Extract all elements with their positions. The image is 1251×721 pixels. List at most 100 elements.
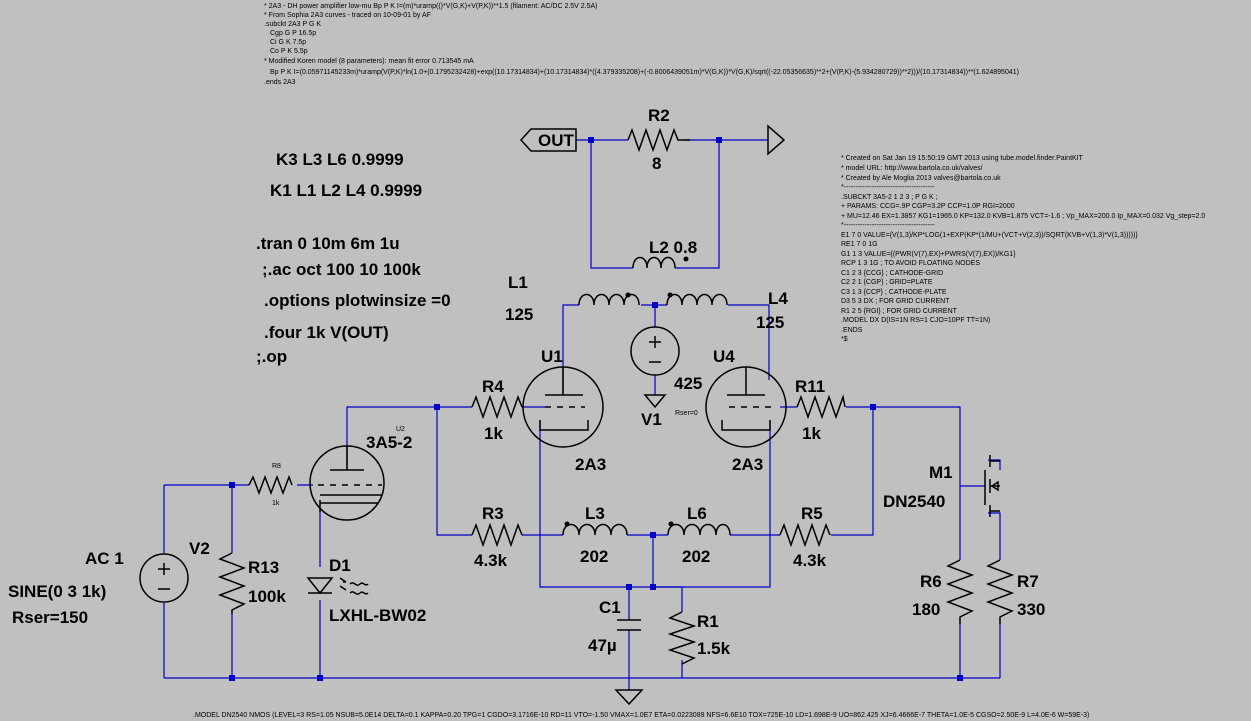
resistor-r8[interactable]: R8 1k: [248, 463, 293, 507]
r11-name: R11: [795, 377, 825, 396]
d1-type: LXHL-BW02: [329, 606, 426, 625]
r1-value: 1.5k: [697, 639, 731, 658]
u2-ref: U2: [396, 426, 405, 433]
v2-sine: SINE(0 3 1k): [8, 582, 106, 601]
l1-name: L1: [508, 273, 528, 292]
header-line: * Modified Koren model (8 parameters): m…: [264, 58, 474, 65]
resistor-r11[interactable]: R11 1k: [795, 377, 846, 443]
header-line: * 2A3 - DH power amplifier low-mu Bp P K…: [264, 3, 598, 10]
spice-line: G1 1 3 VALUE={(PWR(V(7),EX)+PWRS(V(7),EX…: [841, 251, 1016, 258]
voltage-source-v2[interactable]: V2 AC 1 SINE(0 3 1k) Rser=150: [8, 539, 210, 627]
r5-value: 4.3k: [793, 551, 827, 570]
triode-u4[interactable]: U4 2A3: [705, 347, 787, 474]
header-line: .subckt 2A3 P G K: [264, 21, 321, 28]
c1-value: 47µ: [588, 636, 617, 655]
coupling-directive-k3[interactable]: K3 L3 L6 0.9999: [276, 150, 404, 169]
resistor-r1[interactable]: R1 1.5k: [667, 611, 731, 665]
header-line: Co P K 5.5p: [270, 48, 308, 55]
v1-value: 425: [674, 374, 702, 393]
spice-line: .SUBCKT 3A5-2 1 2 3 ; P G K ;: [841, 194, 938, 201]
tran-directive[interactable]: .tran 0 10m 6m 1u: [256, 234, 400, 253]
m1-name: M1: [929, 463, 953, 482]
r7-value: 330: [1017, 600, 1045, 619]
r4-name: R4: [482, 377, 504, 396]
capacitor-c1[interactable]: C1 47µ: [588, 598, 641, 655]
v2-name: V2: [189, 539, 210, 558]
m1-type: DN2540: [883, 492, 945, 511]
resistor-r5[interactable]: R5 4.3k: [779, 504, 831, 570]
spice-line: RE1 7 0 1G: [841, 241, 878, 248]
r5-name: R5: [801, 504, 823, 523]
v2-rser: Rser=150: [12, 608, 88, 627]
r6-name: R6: [920, 572, 942, 591]
header-line: Ci G K 7.5p: [270, 39, 306, 46]
l4-name: L4: [768, 289, 788, 308]
u2-type: 3A5-2: [366, 433, 412, 452]
r11-value: 1k: [802, 424, 821, 443]
spice-line: .ENDS: [841, 327, 863, 334]
resistor-r4[interactable]: R4 1k: [471, 377, 523, 443]
u1-name: U1: [541, 347, 563, 366]
u4-name: U4: [713, 347, 735, 366]
r8-value: 1k: [272, 500, 280, 507]
v1-rser: Rser=0: [675, 410, 698, 417]
resistor-r3[interactable]: R3 4.3k: [471, 504, 523, 570]
r3-name: R3: [482, 504, 504, 523]
spice-line: * Created by Ale Moglia 2013 valves@bart…: [841, 175, 1001, 182]
u1-type: 2A3: [575, 455, 606, 474]
coupling-directive-k1[interactable]: K1 L1 L2 L4 0.9999: [270, 181, 422, 200]
header-line: Bp P K I=(0.05971145233m)*uramp(V(P,K)*l…: [270, 69, 1019, 76]
spice-line: RCP 1 3 1G ; TO AVOID FLOATING NODES: [841, 260, 980, 267]
header-line: .ends 2A3: [264, 79, 296, 86]
u4-type: 2A3: [732, 455, 763, 474]
r7-name: R7: [1017, 572, 1039, 591]
dn2540-model-directive[interactable]: .MODEL DN2540 NMOS (LEVEL=3 RS=1.05 NSUB…: [193, 712, 1089, 719]
spice-line: *---------------------------------------: [841, 222, 935, 229]
wires: [163, 139, 1001, 690]
l4-value: 125: [756, 313, 784, 332]
l1-value: 125: [505, 305, 533, 324]
r8-name: R8: [272, 463, 281, 470]
d1-name: D1: [329, 556, 351, 575]
inductor-l1[interactable]: L1 125: [505, 273, 640, 324]
header-comment-block: * 2A3 - DH power amplifier low-mu Bp P K…: [264, 3, 1019, 86]
pentode-u2[interactable]: U2 3A5-2: [309, 426, 412, 521]
voltage-source-v1[interactable]: 425 V1 Rser=0: [630, 326, 702, 429]
led-d1[interactable]: D1 LXHL-BW02: [306, 556, 426, 625]
spice-line: *$: [841, 336, 848, 343]
resistor-r7[interactable]: R7 330: [985, 559, 1045, 624]
op-directive[interactable]: ;.op: [256, 347, 287, 366]
output-port-arrow[interactable]: [767, 124, 786, 156]
junction-dots: [229, 137, 963, 681]
resistor-r2[interactable]: R2 8: [627, 106, 690, 173]
r2-name: R2: [648, 106, 670, 125]
inductor-l2[interactable]: L2 0.8: [632, 238, 697, 269]
options-directive[interactable]: .options plotwinsize =0: [264, 291, 451, 310]
r13-value: 100k: [248, 587, 286, 606]
spice-line: .MODEL DX D(IS=1N RS=1 CJO=10PF TT=1N): [841, 317, 990, 324]
r13-name: R13: [248, 558, 279, 577]
l6-name: L6: [687, 504, 707, 523]
out-label-text: OUT: [538, 131, 575, 150]
out-net-label[interactable]: OUT: [519, 128, 577, 152]
spice-line: *---------------------------------------: [841, 184, 935, 191]
inductor-l3[interactable]: L3 202: [562, 504, 628, 566]
inductor-l6[interactable]: L6 202: [667, 504, 731, 566]
spice-line: C2 2 1 {CGP} ; GRID=PLATE: [841, 279, 933, 286]
r6-value: 180: [912, 600, 940, 619]
ground-symbol[interactable]: [614, 689, 644, 706]
resistor-r13[interactable]: R13 100k: [217, 552, 286, 614]
header-line: Cgp G P 16.5p: [270, 30, 316, 37]
mosfet-m1[interactable]: M1 DN2540: [883, 455, 1000, 517]
header-line: * From Sophia 2A3 curves - traced on 10-…: [264, 12, 431, 19]
four-directive[interactable]: .four 1k V(OUT): [264, 323, 389, 342]
triode-u1[interactable]: U1 2A3: [522, 347, 606, 474]
l3-value: 202: [580, 547, 608, 566]
ac-directive[interactable]: ;.ac oct 100 10 100k: [262, 260, 421, 279]
inductor-l4[interactable]: L4 125: [666, 289, 788, 332]
spice-line: * model URL: http://www.bartola.co.uk/va…: [841, 165, 983, 172]
l3-name: L3: [585, 504, 605, 523]
resistor-r6[interactable]: R6 180: [912, 559, 975, 624]
r1-name: R1: [697, 612, 719, 631]
